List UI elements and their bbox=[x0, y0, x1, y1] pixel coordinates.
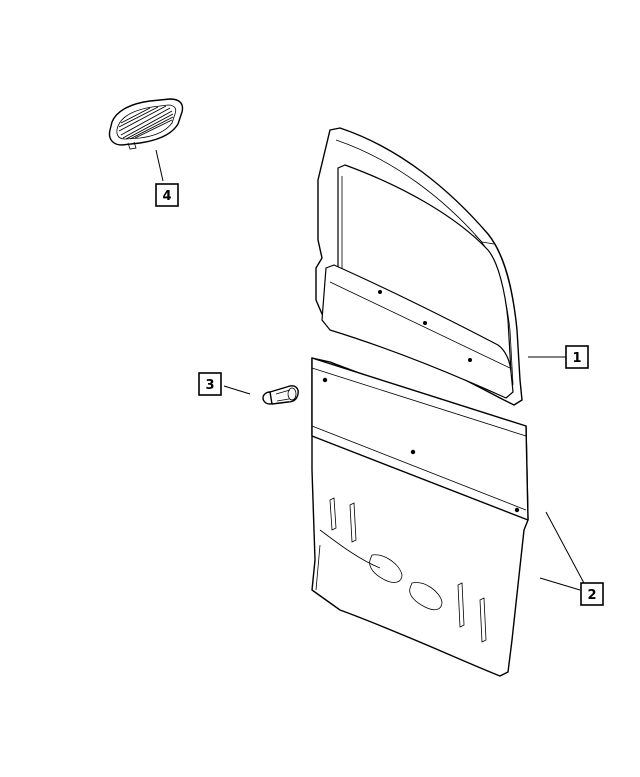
partition-window-panel-part bbox=[315, 127, 523, 406]
push-pin-fastener-part bbox=[262, 385, 299, 405]
leader-3 bbox=[223, 385, 251, 395]
callout-2-label: 2 bbox=[587, 588, 596, 603]
callout-3: 3 bbox=[198, 372, 222, 396]
leader-2b bbox=[539, 577, 581, 591]
callout-3-label: 3 bbox=[205, 378, 214, 393]
leader-2a bbox=[545, 511, 586, 586]
leader-4 bbox=[155, 149, 164, 182]
callout-2: 2 bbox=[580, 582, 604, 606]
callout-4: 4 bbox=[155, 183, 179, 207]
vent-grille-part bbox=[108, 98, 184, 150]
callout-4-label: 4 bbox=[162, 189, 171, 204]
callout-1-label: 1 bbox=[572, 351, 581, 366]
leader-lines bbox=[155, 149, 586, 591]
partition-lower-panel-part bbox=[311, 357, 529, 677]
callout-1: 1 bbox=[565, 345, 589, 369]
